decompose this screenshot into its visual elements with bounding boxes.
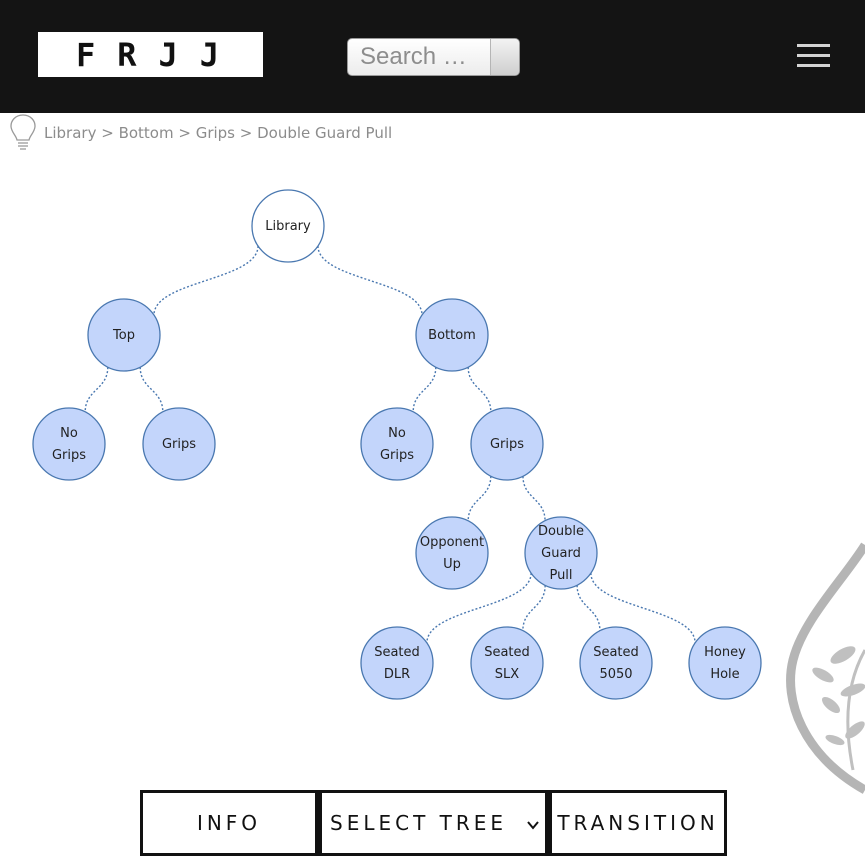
tree-node-label: Opponent [420,535,484,550]
tree-node-label: DLR [384,667,410,682]
tree-node-circle [688,626,762,700]
tree-link [522,476,546,521]
breadcrumb-separator: > [96,124,119,142]
tree-node-label: Top [112,328,135,343]
tree-node-label: Seated [593,645,639,660]
tree-node-circle [360,407,434,481]
transition-button[interactable]: TRANSITION [548,790,727,856]
tree-link [153,245,259,316]
breadcrumb-path: Library > Bottom > Grips > Double Guard … [44,124,392,142]
select-tree-label: SELECT TREE [330,811,508,835]
info-button[interactable]: INFO [140,790,318,856]
tree-node-label: Grips [490,437,524,452]
tree-node-label: Hole [710,667,739,682]
tree-node-label: Guard [541,546,581,561]
hamburger-icon[interactable] [797,44,830,68]
search-box[interactable] [347,38,520,76]
tree-node-label: No [388,426,406,441]
tree-link [467,476,492,521]
search-button[interactable] [490,39,519,75]
tree-node-label: Library [265,219,311,234]
breadcrumb-item[interactable]: Double Guard Pull [257,124,393,142]
select-tree-dropdown[interactable]: SELECT TREE [318,790,548,856]
tree-node-label: Seated [374,645,420,660]
top-bar: FRJJ [0,0,865,113]
search-input[interactable] [348,39,492,75]
tree-node-bottom[interactable]: Bottom [415,298,489,372]
breadcrumb: Library > Bottom > Grips > Double Guard … [8,113,392,153]
tree-node-circle [87,298,161,372]
tree-node-circle [251,189,325,263]
breadcrumb-item[interactable]: Bottom [118,124,174,142]
breadcrumb-separator: > [173,124,196,142]
tree-node-label: Honey [704,645,746,660]
tree-link [139,367,164,412]
tree-node-circle [415,298,489,372]
drop-leaf-logo [786,542,865,794]
tree-node-top[interactable]: Top [87,298,161,372]
tree-node-label: Seated [484,645,530,660]
tree-node-label: Bottom [428,328,476,343]
tree-link [412,367,437,412]
tree-node-label: Double [538,524,584,539]
tree-node-circle [524,516,598,590]
tree-node-circle [470,407,544,481]
tree-node-seated-5050[interactable]: Seated 5050 [579,626,653,700]
tree-node-label: 5050 [599,667,632,682]
tree-node-library[interactable]: Library [251,189,325,263]
breadcrumb-separator: > [235,124,258,142]
tree-link [84,367,109,412]
tree-node-label: Pull [549,568,572,583]
chevron-down-icon [527,821,539,830]
lightbulb-icon [10,114,36,150]
tree-node-label: Grips [380,448,414,463]
tree-node-bottom-grips[interactable]: Grips [470,407,544,481]
tree-node-circle [470,626,544,700]
tree-link [590,573,696,643]
tree-link [467,367,492,412]
tree-node-label: No [60,426,78,441]
tree-link [317,245,423,316]
logo[interactable]: FRJJ [38,32,263,77]
tree-node-label: Grips [162,437,196,452]
tree-node-circle [579,626,653,700]
tree-node-label: SLX [495,667,519,682]
tree-link [426,573,532,643]
tree-node-circle [142,407,216,481]
breadcrumb-item[interactable]: Library [44,124,97,142]
tree-node-label: Grips [52,448,86,463]
tree-link [576,585,601,631]
breadcrumb-item[interactable]: Grips [195,124,235,142]
bottom-button-bar: INFO SELECT TREE TRANSITION [140,790,727,856]
tree-node-top-grips[interactable]: Grips [142,407,216,481]
tree-node-circle [415,516,489,590]
tree-node-circle [360,626,434,700]
tree-node-circle [32,407,106,481]
tree-node-label: Up [443,557,461,572]
tree-link [522,585,546,631]
